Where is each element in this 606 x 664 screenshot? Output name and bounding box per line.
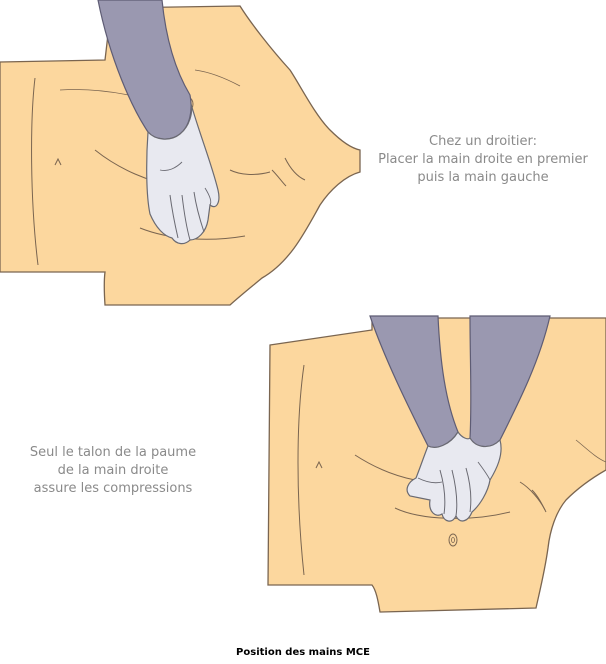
caption-bottom-line-3: assure les compressions xyxy=(0,480,226,498)
figure-title: Position des mains MCE xyxy=(0,647,606,658)
caption-palm-heel: Seul le talon de la paume de la main dro… xyxy=(0,444,226,498)
caption-bottom-line-2: de la main droite xyxy=(0,462,226,480)
caption-top-line-1: Chez un droitier: xyxy=(360,133,606,151)
caption-top-line-2: Placer la main droite en premier xyxy=(360,151,606,169)
caption-right-handed: Chez un droitier: Placer la main droite … xyxy=(360,133,606,187)
caption-bottom-line-1: Seul le talon de la paume xyxy=(0,444,226,462)
caption-top-line-3: puis la main gauche xyxy=(360,169,606,187)
